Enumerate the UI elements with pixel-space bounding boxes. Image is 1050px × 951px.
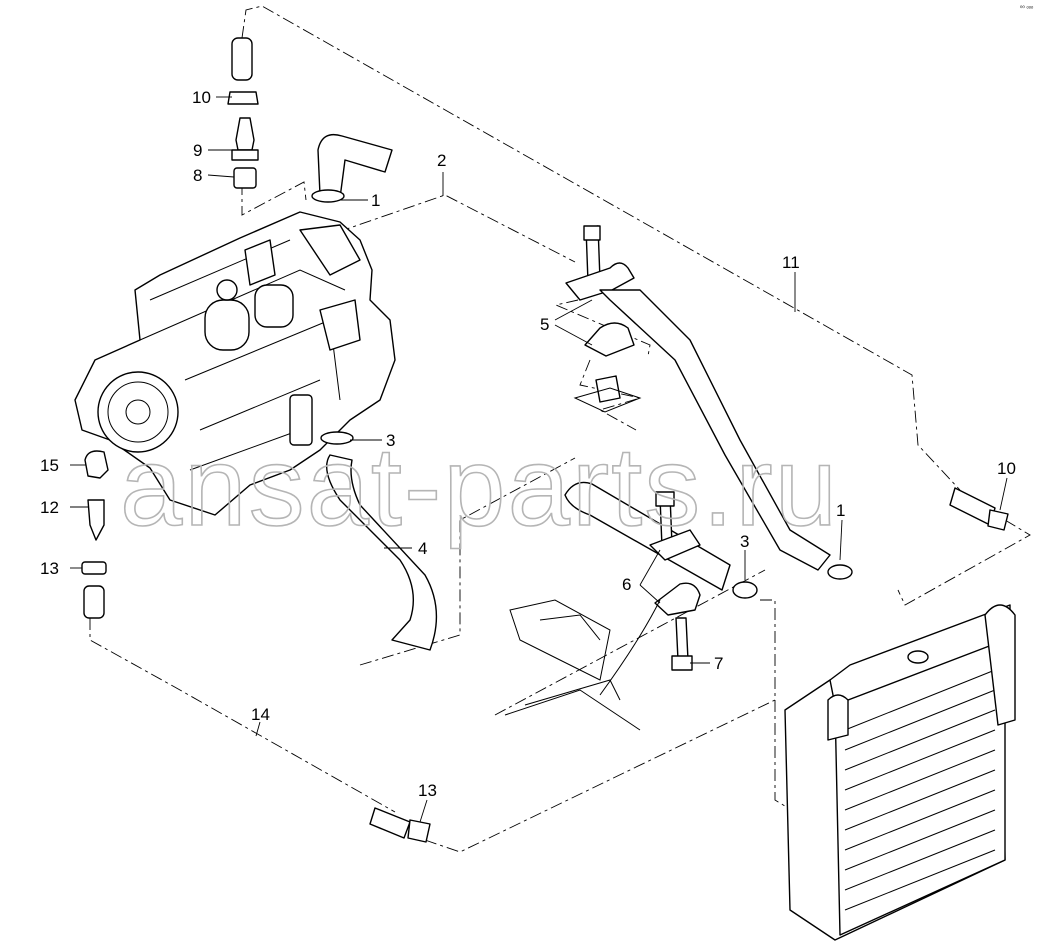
callout-8: 8 xyxy=(193,166,202,185)
clamp-part-10-top xyxy=(227,91,259,105)
leader-lines xyxy=(70,96,1008,823)
bolt-mid-head xyxy=(655,491,675,507)
nipple-part-9-hex xyxy=(231,149,259,161)
bolt-upper-head xyxy=(583,225,601,241)
callout-5: 5 xyxy=(540,315,549,334)
bottom-hose-segment xyxy=(369,807,431,843)
bolt-part-7 xyxy=(675,617,689,661)
clamp-bracket-6-bottom xyxy=(654,582,701,616)
engine-assembly xyxy=(74,211,396,516)
callout-6: 6 xyxy=(622,575,631,594)
fitting-part-12 xyxy=(87,499,105,541)
bracket-set-5 xyxy=(565,225,642,413)
frame-fragment xyxy=(504,599,661,731)
radiator xyxy=(784,604,1016,941)
clamp-part-1-top xyxy=(311,189,345,203)
callout-13-bottom: 13 xyxy=(418,781,437,800)
adapter-part-8 xyxy=(233,167,257,189)
left-fittings xyxy=(81,450,109,619)
hose-segment-top xyxy=(231,37,253,81)
lower-hose-assembly xyxy=(320,431,438,651)
clamp-bracket-6-top xyxy=(649,529,701,561)
callout-15: 15 xyxy=(40,456,59,475)
long-pipe-upper xyxy=(599,289,853,580)
upper-elbow-hose xyxy=(317,133,393,199)
callout-1-top: 1 xyxy=(371,191,380,210)
nipple-part-9 xyxy=(235,117,255,151)
routing-lines xyxy=(89,5,1031,853)
clamp-part-10-right xyxy=(987,509,1009,531)
elbow-part-15 xyxy=(84,450,109,479)
corner-mark: ⁰⁰ ᵒᵒᵒ xyxy=(1020,5,1034,12)
callout-2: 2 xyxy=(437,151,446,170)
upper-left-fittings xyxy=(227,37,259,189)
callout-1-right: 1 xyxy=(836,501,845,520)
callout-14: 14 xyxy=(251,705,270,724)
callout-11: 11 xyxy=(782,253,800,272)
callout-9: 9 xyxy=(193,141,202,160)
lower-pipe-assembly xyxy=(564,481,758,671)
hose-segment-left xyxy=(83,585,105,619)
bolt-part-7-head xyxy=(671,655,693,671)
upper-hose-assembly xyxy=(311,133,393,203)
callout-12: 12 xyxy=(40,498,59,517)
watermark: ansat-parts.ru xyxy=(120,424,839,549)
clamp-bracket-upper xyxy=(565,262,635,301)
callout-10-right: 10 xyxy=(997,459,1016,478)
callout-4: 4 xyxy=(418,539,427,558)
clamp-bracket-lower xyxy=(584,322,635,357)
clamp-part-3-right xyxy=(732,581,758,599)
callout-3-engine: 3 xyxy=(386,431,395,450)
callout-13-left: 13 xyxy=(40,559,59,578)
callout-3-right: 3 xyxy=(740,532,749,551)
clamp-part-3-engine xyxy=(320,431,354,445)
lower-hose-part-4 xyxy=(326,454,438,651)
callout-7: 7 xyxy=(714,654,723,673)
callout-labels: 10 9 8 1 2 3 4 5 11 1 3 6 7 10 15 12 13 … xyxy=(40,88,1016,800)
clamp-part-13-left xyxy=(81,561,107,575)
callout-10-top: 10 xyxy=(192,88,211,107)
clamp-part-13-bottom xyxy=(407,819,431,843)
right-hose-segment xyxy=(949,487,1009,531)
clamp-part-1-right xyxy=(827,564,853,580)
